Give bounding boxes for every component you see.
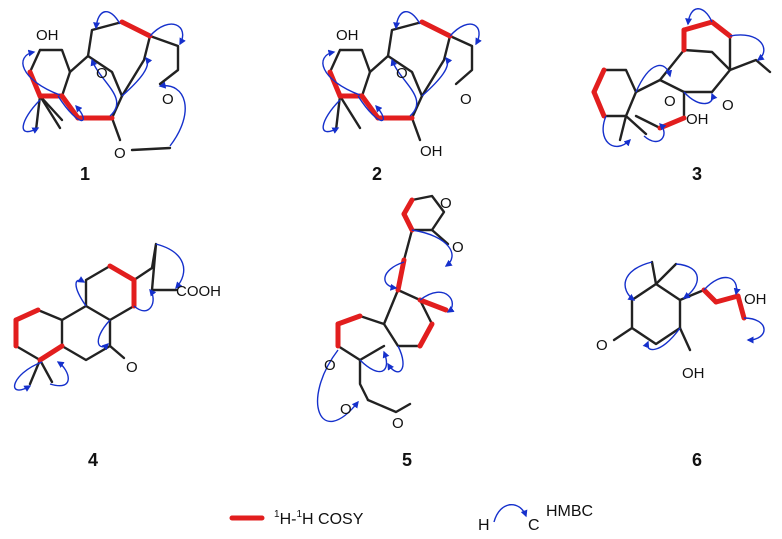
- c5-lactone-o-label: O: [440, 195, 452, 212]
- legend-hmbc-h: H: [478, 517, 490, 534]
- compound-number-5: 5: [402, 450, 412, 470]
- c2-ketone2-o-label: O: [460, 91, 472, 108]
- c1-oh-label: OH: [36, 27, 59, 44]
- c2-oh-top-label: OH: [336, 27, 359, 44]
- compound-number-6: 6: [692, 450, 702, 470]
- legend-hmbc-label: HMBC: [546, 503, 593, 520]
- compound-3-structure: O O OH: [591, 8, 772, 147]
- legend-hmbc-arrow: [493, 504, 528, 523]
- compound-1-structure: OH O O O: [22, 11, 186, 162]
- compound-4-structure: COOH O: [13, 242, 221, 392]
- c5-epoxide-o-label: O: [324, 357, 336, 374]
- c4-cooh-label: COOH: [176, 283, 221, 300]
- c6-oh-right-label: OH: [744, 291, 767, 308]
- c6-oh-bottom-label: OH: [682, 365, 705, 382]
- compound-number-2: 2: [372, 164, 382, 184]
- compound-number-4: 4: [88, 450, 98, 470]
- compound-number-3: 3: [692, 164, 702, 184]
- c3-ketone-o-label: O: [722, 97, 734, 114]
- c5-ester1-o-label: O: [340, 401, 352, 418]
- c1-ether-o-label: O: [114, 145, 126, 162]
- compound-2-structure: OH O O OH: [322, 11, 482, 160]
- c2-oh-bottom-label: OH: [420, 143, 443, 160]
- c5-carbonyl-o-label: O: [452, 239, 464, 256]
- compound-5-structure: O O O O O: [316, 194, 464, 432]
- c6-ketone-o-label: O: [596, 337, 608, 354]
- compound-6-structure: O OH OH: [596, 260, 767, 382]
- c5-ester2-o-label: O: [392, 415, 404, 432]
- c2-ketone-o-label: O: [396, 65, 408, 82]
- c3-ring-o-label: O: [664, 93, 676, 110]
- c1-ketone-o-label: O: [96, 65, 108, 82]
- legend-cosy-label: 1H-1H COSY: [274, 509, 364, 528]
- legend-hmbc-c: C: [528, 517, 540, 534]
- c1-ketone2-o-label: O: [162, 91, 174, 108]
- legend: 1H-1H COSY H C HMBC: [229, 503, 593, 534]
- c4-ketone-o-label: O: [126, 359, 138, 376]
- compound-number-1: 1: [80, 164, 90, 184]
- c3-oh-label: OH: [686, 111, 709, 128]
